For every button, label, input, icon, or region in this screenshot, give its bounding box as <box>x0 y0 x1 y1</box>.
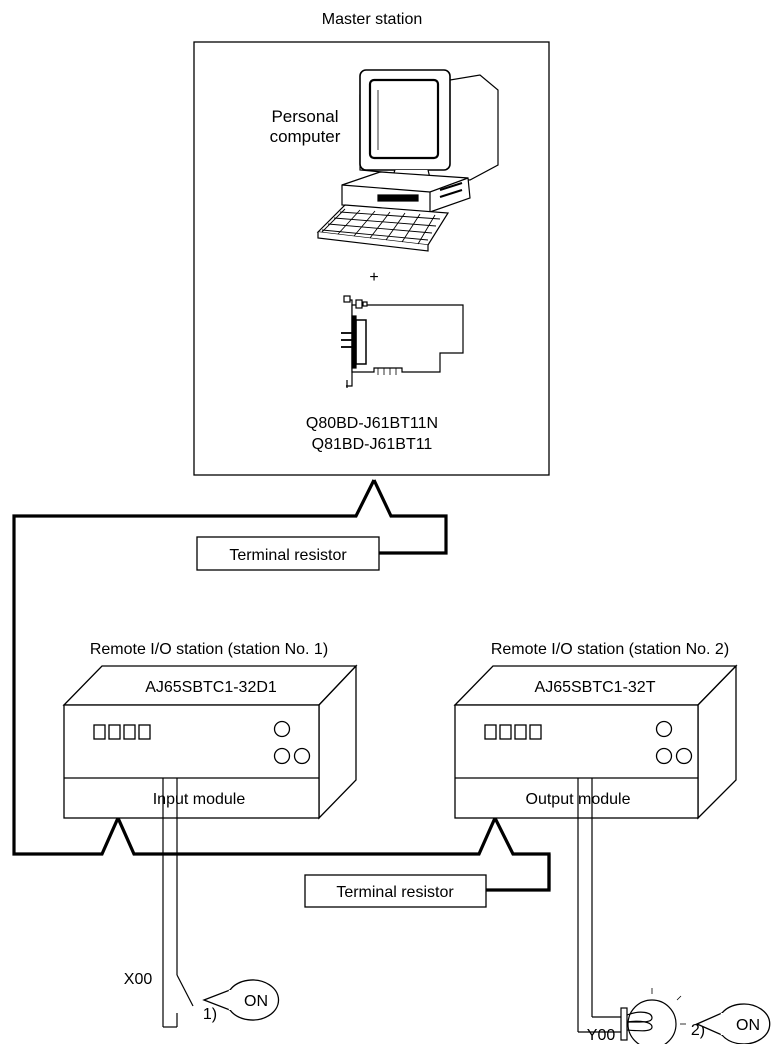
board-model-2: Q81BD-J61BT11 <box>312 436 433 453</box>
station2-title: Remote I/O station (station No. 2) <box>491 641 729 658</box>
terminal-resistor-top <box>196 536 380 571</box>
output-lamp-wiring <box>577 778 621 1033</box>
input-signal-label: X00 <box>124 971 153 988</box>
station2-module <box>453 664 738 820</box>
input-on-text: ON <box>244 993 268 1010</box>
pc-label-line1: Personal <box>271 107 338 126</box>
station1-module-label: Input module <box>153 791 246 808</box>
station1-title: Remote I/O station (station No. 1) <box>90 641 328 658</box>
terminal-resistor-bottom-label: Terminal resistor <box>336 884 454 901</box>
station2-led-indicators <box>484 720 693 765</box>
terminal-resistor-bottom <box>304 874 487 908</box>
input-step-label: 1) <box>203 1006 217 1023</box>
master-station-title: Master station <box>322 11 422 28</box>
input-switch-icon <box>175 974 194 1013</box>
terminal-resistor-top-cable <box>372 479 448 555</box>
output-on-text: ON <box>736 1017 760 1034</box>
plus-sign: + <box>369 269 378 286</box>
interface-board-icon <box>341 295 464 388</box>
input-on-callout <box>202 979 280 1021</box>
output-on-callout <box>695 1003 771 1044</box>
station1-led-indicators <box>93 720 311 765</box>
personal-computer-icon <box>316 69 499 252</box>
pc-label-line2: computer <box>270 127 341 146</box>
station1-module <box>62 664 358 820</box>
board-model-1: Q80BD-J61BT11N <box>306 415 438 432</box>
terminal-resistor-top-label: Terminal resistor <box>229 547 347 564</box>
output-signal-label: Y00 <box>587 1027 616 1044</box>
output-lamp-icon <box>620 988 686 1044</box>
station2-model: AJ65SBTC1-32T <box>535 679 656 696</box>
station1-model: AJ65SBTC1-32D1 <box>145 679 277 696</box>
